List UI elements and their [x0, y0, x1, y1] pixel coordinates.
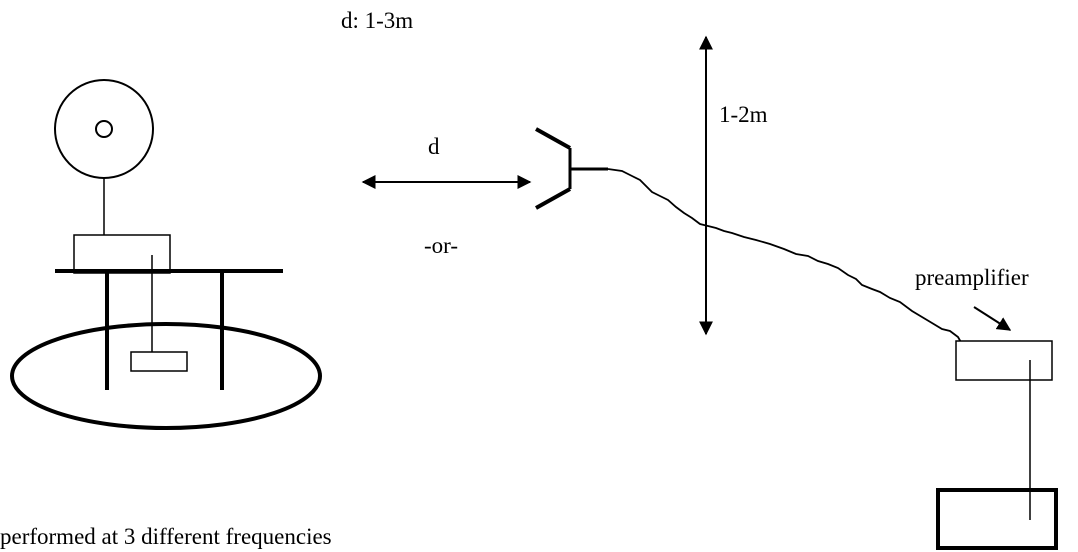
analyzer-box — [936, 488, 1058, 550]
mic-cable — [607, 168, 975, 364]
preamplifier-box — [955, 340, 1053, 381]
source-apparatus — [10, 79, 322, 430]
height-range-label: 1-2m — [719, 102, 768, 127]
mic-horn-lower — [535, 187, 571, 210]
sensor-block — [130, 351, 188, 372]
caption-text: performed at 3 different frequencies — [0, 524, 332, 549]
or-label: -or- — [424, 233, 458, 258]
preamplifier-pointer — [973, 306, 1012, 331]
distance-label: d — [428, 134, 440, 159]
loudspeaker-disc — [54, 79, 154, 179]
microphone — [535, 127, 608, 210]
preamplifier-label: preamplifier — [915, 265, 1029, 290]
mounting-box — [73, 234, 171, 274]
floor-base — [10, 322, 322, 430]
loudspeaker-center — [95, 120, 113, 138]
mic-horn-upper — [535, 127, 571, 150]
distance-range-label: d: 1-3m — [341, 8, 413, 33]
